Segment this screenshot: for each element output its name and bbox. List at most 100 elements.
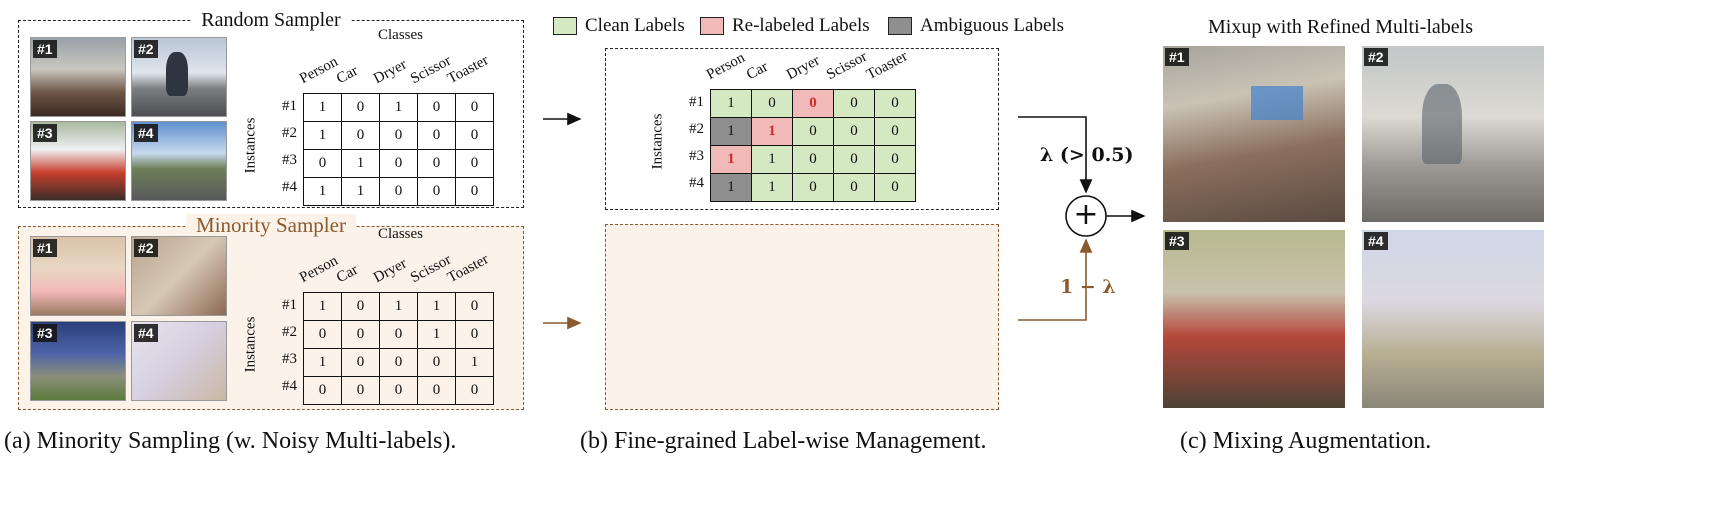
table-cell: 0 bbox=[833, 173, 875, 202]
photo-random-4: #4 bbox=[131, 121, 227, 201]
table-cell: 0 bbox=[455, 121, 494, 150]
table-cell: 1 bbox=[710, 173, 752, 202]
minority-row-header: #4 bbox=[282, 377, 297, 394]
legend-relabeled-label: Re-labeled Labels bbox=[732, 15, 870, 36]
managed-top-row-header: #3 bbox=[689, 147, 704, 164]
legend-ambiguous: Ambiguous Labels bbox=[888, 15, 1064, 37]
minority-row-header: #3 bbox=[282, 350, 297, 367]
photo-tag: #3 bbox=[33, 124, 57, 142]
table-cell: 1 bbox=[303, 121, 342, 150]
plus-operator: + bbox=[1073, 197, 1099, 232]
table-cell: 0 bbox=[417, 348, 456, 377]
table-cell: 1 bbox=[303, 93, 342, 122]
table-cell: 1 bbox=[379, 292, 418, 321]
table-cell: 0 bbox=[455, 177, 494, 206]
mix-image-2: #2 bbox=[1362, 46, 1544, 222]
table-cell: 1 bbox=[303, 292, 342, 321]
random-row-header: #4 bbox=[282, 178, 297, 195]
mix-tag: #1 bbox=[1165, 48, 1189, 66]
table-cell: 0 bbox=[341, 292, 380, 321]
table-cell: 0 bbox=[455, 320, 494, 349]
table-cell: 0 bbox=[303, 149, 342, 178]
table-cell: 1 bbox=[455, 348, 494, 377]
table-cell: 0 bbox=[379, 121, 418, 150]
random-classes-label: Classes bbox=[378, 27, 423, 43]
table-cell: 1 bbox=[710, 145, 752, 174]
management-top-box bbox=[605, 48, 999, 210]
lambda-top-label: λ (> 0.5) bbox=[1040, 144, 1134, 166]
table-cell: 0 bbox=[792, 173, 834, 202]
table-cell: 1 bbox=[303, 348, 342, 377]
table-cell: 1 bbox=[379, 93, 418, 122]
photo-tag: #1 bbox=[33, 239, 57, 257]
table-cell: 0 bbox=[379, 177, 418, 206]
table-cell: 0 bbox=[341, 376, 380, 405]
random-row-header: #3 bbox=[282, 151, 297, 168]
photo-minority-1: #1 bbox=[30, 236, 126, 316]
minority-row-header: #2 bbox=[282, 323, 297, 340]
table-cell: 0 bbox=[379, 149, 418, 178]
table-cell: 1 bbox=[417, 292, 456, 321]
photo-tag: #1 bbox=[33, 40, 57, 58]
table-cell: 0 bbox=[417, 177, 456, 206]
random-sampler-title: Random Sampler bbox=[191, 9, 351, 31]
photo-tag: #2 bbox=[134, 239, 158, 257]
table-cell: 1 bbox=[417, 320, 456, 349]
photo-tag: #2 bbox=[134, 40, 158, 58]
table-cell: 0 bbox=[455, 376, 494, 405]
mix-tag: #3 bbox=[1165, 232, 1189, 250]
mixup-title: Mixup with Refined Multi-labels bbox=[1208, 16, 1473, 38]
relabeled-swatch-icon bbox=[700, 17, 724, 35]
table-cell: 0 bbox=[341, 93, 380, 122]
legend-clean-label: Clean Labels bbox=[585, 15, 685, 36]
photo-tag: #4 bbox=[134, 324, 158, 342]
photo-random-1: #1 bbox=[30, 37, 126, 117]
caption-b: (b) Fine-grained Label-wise Management. bbox=[580, 428, 987, 454]
photo-random-2: #2 bbox=[131, 37, 227, 117]
photo-minority-2: #2 bbox=[131, 236, 227, 316]
table-cell: 0 bbox=[417, 93, 456, 122]
table-cell: 0 bbox=[792, 117, 834, 146]
mix-tag: #2 bbox=[1364, 48, 1388, 66]
table-cell: 1 bbox=[341, 149, 380, 178]
table-cell: 0 bbox=[379, 320, 418, 349]
table-cell: 0 bbox=[341, 320, 380, 349]
minority-classes-label: Classes bbox=[378, 226, 423, 242]
lambda-bottom-label: 1 − λ bbox=[1060, 276, 1116, 298]
photo-minority-4: #4 bbox=[131, 321, 227, 401]
table-cell: 0 bbox=[751, 89, 793, 118]
legend-ambiguous-label: Ambiguous Labels bbox=[920, 15, 1065, 36]
photo-minority-3: #3 bbox=[30, 321, 126, 401]
table-cell: 0 bbox=[417, 376, 456, 405]
table-cell: 0 bbox=[341, 121, 380, 150]
table-cell: 0 bbox=[874, 117, 916, 146]
legend-clean: Clean Labels bbox=[553, 15, 685, 37]
table-cell: 0 bbox=[874, 173, 916, 202]
caption-a: (a) Minority Sampling (w. Noisy Multi-la… bbox=[4, 428, 457, 454]
clean-swatch-icon bbox=[553, 17, 577, 35]
table-cell: 1 bbox=[341, 177, 380, 206]
table-cell: 0 bbox=[379, 348, 418, 377]
table-cell: 1 bbox=[751, 117, 793, 146]
table-cell: 0 bbox=[455, 149, 494, 178]
table-cell: 0 bbox=[341, 348, 380, 377]
minority-sampler-title: Minority Sampler bbox=[186, 214, 356, 236]
table-cell: 0 bbox=[833, 145, 875, 174]
table-cell: 0 bbox=[379, 376, 418, 405]
managed-top-row-header: #2 bbox=[689, 120, 704, 137]
ambiguous-swatch-icon bbox=[888, 17, 912, 35]
table-cell: 1 bbox=[710, 89, 752, 118]
random-row-header: #2 bbox=[282, 124, 297, 141]
photo-random-3: #3 bbox=[30, 121, 126, 201]
photo-tag: #4 bbox=[134, 124, 158, 142]
legend-relabeled: Re-labeled Labels bbox=[700, 15, 870, 37]
